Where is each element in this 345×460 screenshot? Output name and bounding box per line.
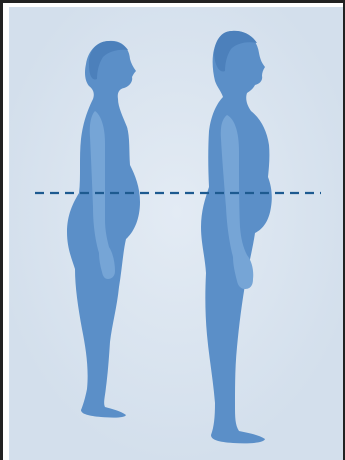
illustration-panel: [9, 7, 345, 460]
background: [9, 7, 345, 460]
